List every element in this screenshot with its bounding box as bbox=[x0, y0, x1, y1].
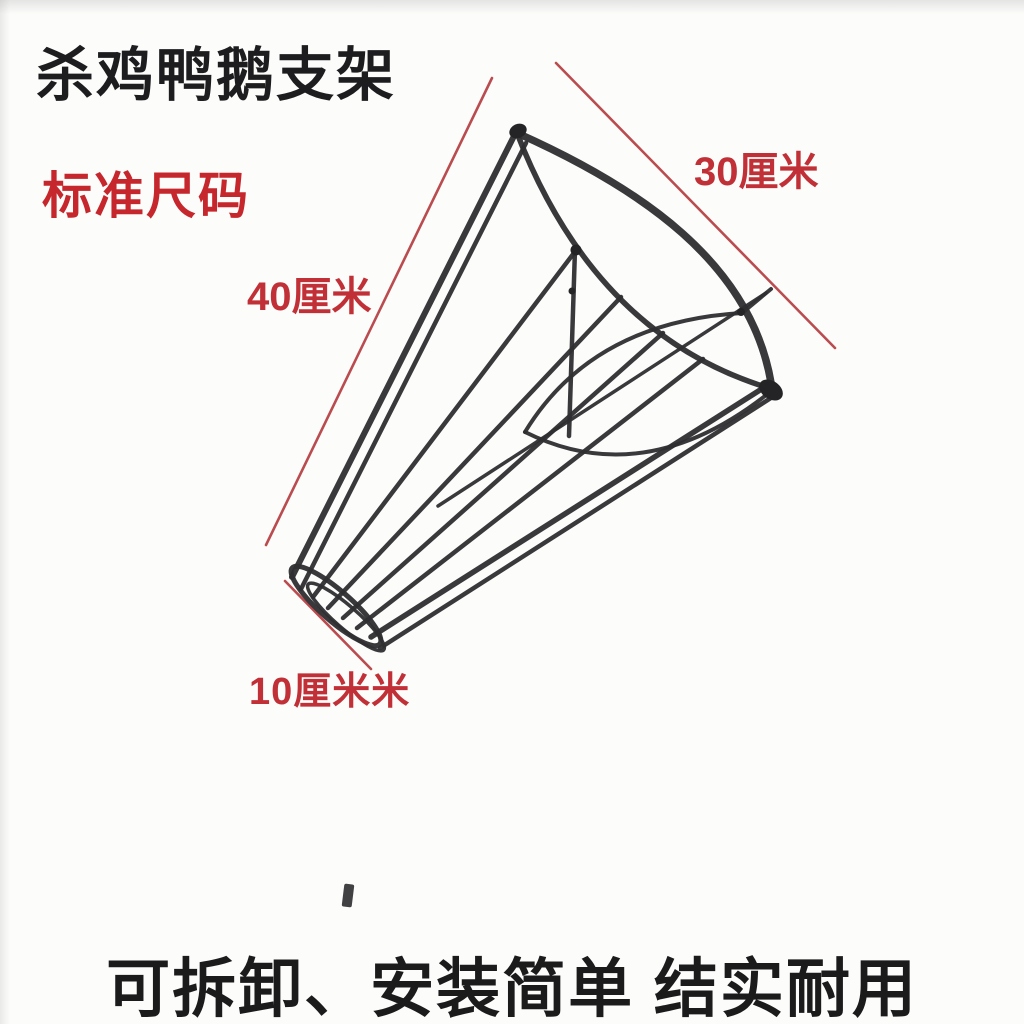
rim-end-connector bbox=[759, 379, 783, 401]
top-edge-artifact bbox=[0, 0, 1024, 14]
dimension-label-10cm: 10厘米米 bbox=[249, 671, 411, 713]
mid-hoop-far-edge bbox=[523, 287, 773, 434]
cross-brace bbox=[436, 291, 768, 508]
apex-connector bbox=[509, 123, 527, 139]
rod-joint bbox=[568, 287, 576, 295]
cone-rim-outer bbox=[513, 129, 776, 393]
rod-top-connector bbox=[570, 244, 582, 256]
dimension-line-40cm bbox=[264, 76, 494, 547]
cone-rib bbox=[310, 246, 580, 600]
dimension-line-30cm bbox=[554, 61, 837, 350]
product-title: 杀鸡鸭鹅支架 bbox=[36, 43, 397, 108]
cone-rib bbox=[368, 382, 771, 640]
dimension-label-40cm: 40厘米 bbox=[247, 275, 372, 319]
cone-connectors bbox=[509, 123, 783, 401]
cone-rib bbox=[289, 133, 517, 580]
dimension-label-30cm: 30厘米 bbox=[694, 150, 819, 194]
dimension-lines bbox=[264, 61, 837, 671]
cone-rib bbox=[354, 356, 706, 631]
left-edge-artifact bbox=[0, 0, 10, 1024]
cone-rib bbox=[340, 330, 666, 621]
footer-tagline: 可拆卸、安装简单 结实耐用 bbox=[106, 953, 918, 1024]
bottom-ring-inner bbox=[305, 581, 387, 653]
bottom-ring-outer bbox=[288, 563, 384, 649]
rim-brace-joint bbox=[737, 308, 745, 316]
mid-hoop-near-edge bbox=[523, 390, 772, 457]
dimension-line-10cm bbox=[283, 579, 373, 671]
cone-wires bbox=[288, 129, 777, 653]
cone-rib bbox=[298, 140, 529, 592]
cone-rib bbox=[377, 393, 777, 651]
support-rod bbox=[566, 246, 578, 439]
size-standard-label: 标准尺码 bbox=[42, 168, 250, 224]
